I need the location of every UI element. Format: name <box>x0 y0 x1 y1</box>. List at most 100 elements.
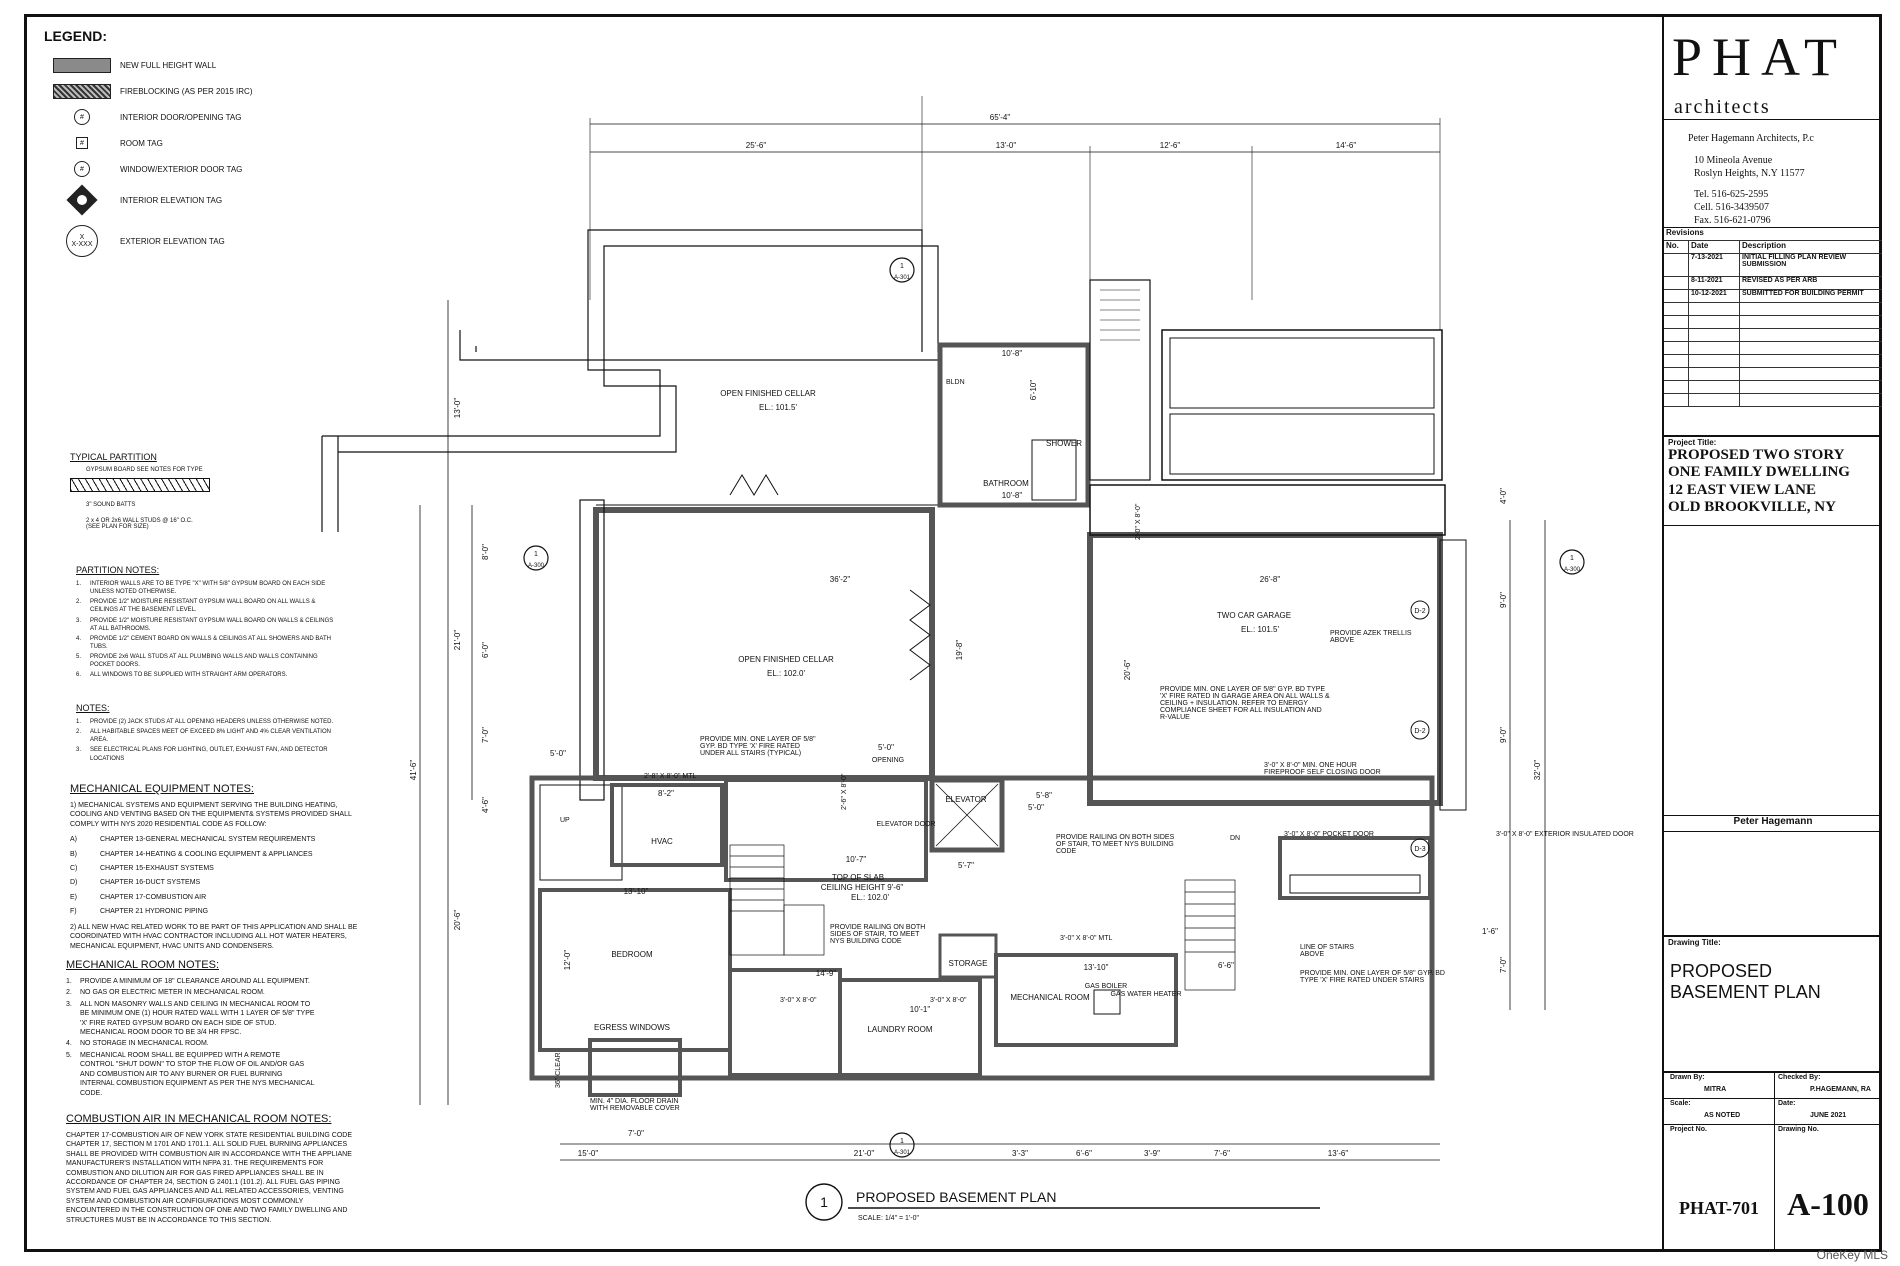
note-key: F) <box>70 908 77 916</box>
hvac-walls <box>610 783 724 867</box>
rev-row-empty <box>1664 342 1882 355</box>
note-text: CHAPTER 21 HYDRONIC PIPING <box>100 908 209 916</box>
note-key: E) <box>70 893 77 901</box>
note-text: CHAPTER 14-HEATING & COOLING EQUIPMENT &… <box>100 850 313 858</box>
dim-laundry-width: 10'-1" <box>910 1005 931 1014</box>
dim-left-a: 13'-0" <box>453 398 462 419</box>
note-text: NO GAS OR ELECTRIC METER IN MECHANICAL R… <box>80 989 265 997</box>
dim-right-e: 1'-6" <box>1482 927 1498 936</box>
dim-mech-width: 13'-10" <box>1084 963 1109 972</box>
room-open-cellar-main: OPEN FINISHED CELLAR <box>738 655 834 664</box>
section-tag-top <box>889 257 915 283</box>
dim-left-overall: 41'-6" <box>409 760 418 781</box>
note-text: SEE ELECTRICAL PLANS FOR LIGHTING, OUTLE… <box>90 747 328 762</box>
legend-item-interior-elevation: INTERIOR ELEVATION TAG <box>44 182 374 218</box>
dim-bath-width-2: 10'-8" <box>1002 491 1023 500</box>
legend-title: LEGEND: <box>44 28 107 44</box>
dim-cellar-width: 36'-2" <box>830 575 851 584</box>
label-door-a: 3'-0" X 8'-0" <box>930 997 967 1004</box>
dim-left-b: 21'-0" <box>453 630 462 651</box>
label-egress-windows: EGRESS WINDOWS <box>594 1023 670 1032</box>
note-text: PROVIDE (2) JACK STUDS AT ALL OPENING HE… <box>90 719 334 726</box>
drawing-title-line: PROPOSED <box>1670 961 1773 981</box>
note-item: 1.PROVIDE (2) JACK STUDS AT ALL OPENING … <box>76 719 334 726</box>
dim-bath-width: 10'-8" <box>1002 349 1023 358</box>
note-text: CHAPTER 16-DUCT SYSTEMS <box>100 879 201 887</box>
drawing-sheet-border <box>24 14 1882 1252</box>
dim-top-b: 13'-0" <box>996 141 1017 150</box>
terrace-inner <box>1169 413 1435 475</box>
dim-right-b: 9'-0" <box>1499 592 1508 608</box>
rev-row: 10-12-2021 SUBMITTED FOR BUILDING PERMIT <box>1664 290 1882 303</box>
checked-by-label: Checked By: <box>1778 1074 1821 1081</box>
partition-notes: PARTITION NOTES: 1.INTERIOR WALLS ARE TO… <box>76 564 336 681</box>
firm-logo-subtitle: architects <box>1674 96 1771 118</box>
door-tag-d3: D-3 <box>1414 846 1425 853</box>
legend-label: ROOM TAG <box>120 138 163 148</box>
label-top-of-slab: TOP OF SLAB <box>832 873 884 882</box>
door-tag-d2-lower: D-2 <box>1414 728 1425 735</box>
dim-right-a: 4'-0" <box>1499 488 1508 504</box>
note-text: PROVIDE 2x6 WALL STUDS AT ALL PLUMBING W… <box>90 653 318 668</box>
project-title-line: ONE FAMILY DWELLING <box>1668 464 1850 481</box>
drawing-title-label: Drawing Title: <box>1668 938 1721 947</box>
storage-walls <box>938 933 998 979</box>
note-text: PROVIDE 1/2" MOISTURE RESISTANT GYPSUM W… <box>90 617 334 632</box>
folding-door <box>909 589 931 681</box>
note-item: 5.MECHANICAL ROOM SHALL BE EQUIPPED WITH… <box>66 1051 315 1097</box>
label-door-c: 2'-6" X 8'-0" <box>841 773 848 810</box>
rev-header-row: No. Date Description <box>1664 240 1882 254</box>
drawn-by-value: MITRA <box>1704 1086 1727 1093</box>
project-no-value: PHAT-701 <box>1678 1198 1759 1218</box>
laundry-walls <box>728 968 842 1077</box>
note-railing-upper: PROVIDE RAILING ON BOTH SIDES OF STAIR, … <box>1056 834 1174 855</box>
note-text: PROVIDE 1/2" CEMENT BOARD ON WALLS & CEI… <box>90 635 331 650</box>
note-item: 2.NO GAS OR ELECTRIC METER IN MECHANICAL… <box>66 989 265 997</box>
room-tag-icon: # <box>76 137 88 149</box>
fireblocking-swatch <box>53 83 111 99</box>
note-key: D) <box>70 879 78 887</box>
typical-partition-title: TYPICAL PARTITION <box>70 452 157 462</box>
bathroom-walls <box>937 342 1091 508</box>
dim-right-c: 9'-0" <box>1499 727 1508 743</box>
note-text: CHAPTER 17-COMBUSTION AIR <box>100 893 207 901</box>
checked-by-value: P.HAGEMANN, RA <box>1810 1086 1871 1093</box>
legend-label: NEW FULL HEIGHT WALL <box>120 60 217 70</box>
rev-desc: SUBMITTED FOR BUILDING PERMIT <box>1742 290 1864 297</box>
stair-treads <box>1100 289 1140 341</box>
note-item: 6.ALL WINDOWS TO BE SUPPLIED WITH STRAIG… <box>76 672 288 679</box>
note-item: F) CHAPTER 21 HYDRONIC PIPING <box>70 907 360 916</box>
label-slab-elevation: EL.: 102.0' <box>851 893 889 902</box>
phone-cell: Cell. 516-3439507 <box>1694 202 1769 213</box>
mechanical-room-notes: MECHANICAL ROOM NOTES: 1.PROVIDE A MINIM… <box>66 958 316 1100</box>
note-floor-drain: MIN. 4" DIA. FLOOR DRAIN WITH REMOVABLE … <box>590 1098 680 1112</box>
dim-left-width: 5'-0" <box>550 749 566 758</box>
note-item: 4.NO STORAGE IN MECHANICAL ROOM. <box>66 1040 209 1048</box>
tag-left-number: 1 <box>534 551 538 558</box>
drawing-no-value: A-100 <box>1787 1186 1869 1222</box>
partition-section <box>70 478 210 493</box>
counter <box>1289 874 1421 894</box>
dim-bottom-g: 13'-6" <box>1328 1149 1349 1158</box>
legend-item-wall: NEW FULL HEIGHT WALL <box>44 52 374 78</box>
dim-bottom-a: 15'-0" <box>578 1149 599 1158</box>
note-item: C)CHAPTER 15-EXHAUST SYSTEMS <box>70 864 360 873</box>
combustion-notes-title: COMBUSTION AIR IN MECHANICAL ROOM NOTES: <box>66 1113 332 1125</box>
wall-outline <box>338 245 939 453</box>
tag-top: X <box>79 234 85 241</box>
grid-hline <box>1664 1098 1882 1099</box>
address-line-1: 10 Mineola Avenue <box>1694 155 1773 166</box>
room-elevator: ELEVATOR <box>945 795 987 804</box>
note-key: C) <box>70 865 78 873</box>
drawing-no-cell: A-100 <box>1774 1148 1882 1252</box>
legend-item-door-tag: # INTERIOR DOOR/OPENING TAG <box>44 104 374 130</box>
note-item: 2.PROVIDE 1/2" MOISTURE RESISTANT GYPSUM… <box>76 598 336 614</box>
tag-top-sheet: A-301 <box>894 275 911 281</box>
room-laundry: LAUNDRY ROOM <box>867 1025 932 1034</box>
rev-header-desc: Description <box>1742 241 1787 250</box>
legend-label: INTERIOR ELEVATION TAG <box>120 195 223 205</box>
mechanical-room-walls <box>994 953 1178 1047</box>
dim-top-d: 14'-6" <box>1336 141 1357 150</box>
dim-hvac-width: 8'-2" <box>658 789 674 798</box>
door-tag <box>1410 838 1430 858</box>
